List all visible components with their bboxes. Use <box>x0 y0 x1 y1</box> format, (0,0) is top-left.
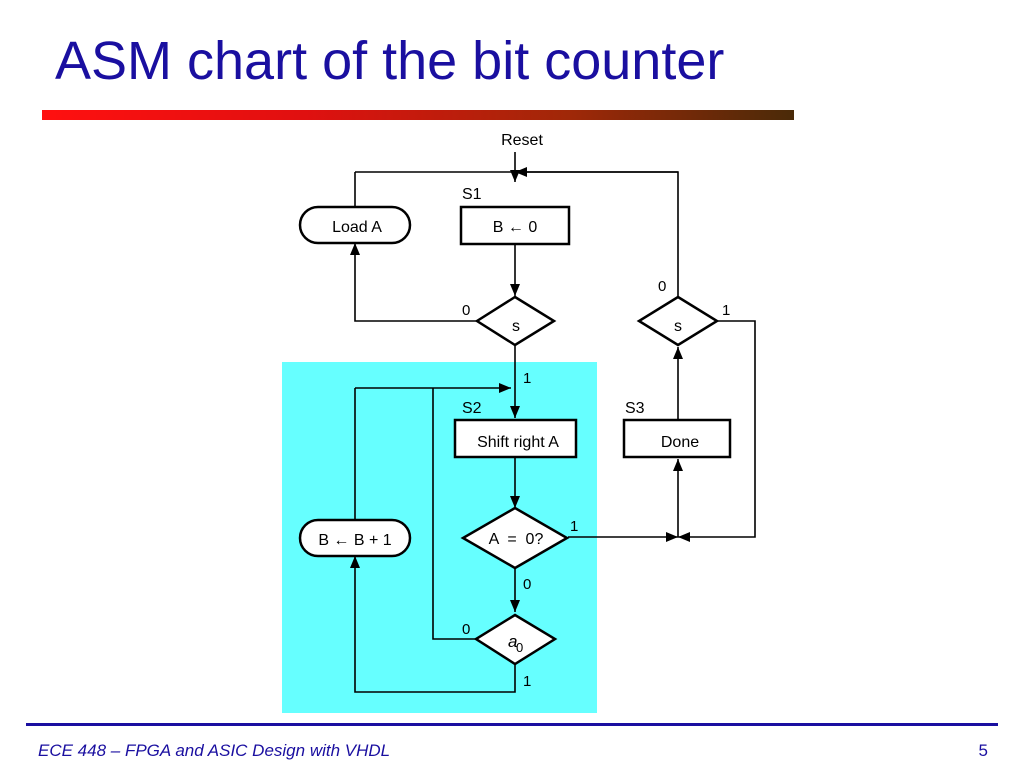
state-label-s3: S3 <box>625 400 645 417</box>
s-right-zero-label: 0 <box>658 278 666 295</box>
b-increment-box <box>298 518 412 558</box>
a-zero-decision <box>460 506 570 570</box>
state-label-s1: S1 <box>462 186 482 203</box>
s2-state-box <box>453 418 578 459</box>
s-right-one-path <box>678 320 756 542</box>
s-right-decision <box>636 295 720 347</box>
b-clear-label: B ← 0 <box>493 219 538 236</box>
a0-one-path <box>350 556 516 693</box>
s-left-zero-path <box>350 243 477 322</box>
s-right-label: s <box>674 318 682 335</box>
s1-state-box <box>459 205 571 246</box>
s-left-decision <box>474 295 557 347</box>
load-a-label: Load A <box>332 219 382 236</box>
done-label: Done <box>661 434 699 451</box>
page-number: 5 <box>978 741 988 760</box>
s-left-label: s <box>512 318 520 335</box>
a0-one-label: 1 <box>523 673 531 690</box>
a-zero-label: A = 0? <box>489 531 544 548</box>
a0-zero-label: 0 <box>462 621 470 638</box>
slide-title: ASM chart of the bit counter <box>55 31 725 91</box>
s3-state-box <box>622 418 732 459</box>
a0-subscript-label: 0 <box>516 640 523 655</box>
a-zero-one-label: 1 <box>570 518 578 535</box>
load-a-box <box>298 205 412 245</box>
reset-label: Reset <box>501 132 543 149</box>
a0-zero-path <box>432 388 477 640</box>
footer-course-title: ECE 448 – FPGA and ASIC Design with VHDL <box>38 741 391 760</box>
a0-decision <box>473 613 558 666</box>
state-label-s2: S2 <box>462 400 482 417</box>
s-left-zero-label: 0 <box>462 302 470 319</box>
s-right-zero-path <box>515 167 679 296</box>
title-underline <box>42 110 794 120</box>
s-left-one-label: 1 <box>523 370 531 387</box>
flow-lines <box>350 152 756 693</box>
b-increment-label: B ← B + 1 <box>318 532 391 549</box>
a-zero-zero-label: 0 <box>523 576 531 593</box>
footer-divider <box>26 723 998 726</box>
shift-right-label: Shift right A <box>477 434 559 451</box>
a0-variable-label: a <box>508 632 517 651</box>
s-right-one-label: 1 <box>722 302 730 319</box>
